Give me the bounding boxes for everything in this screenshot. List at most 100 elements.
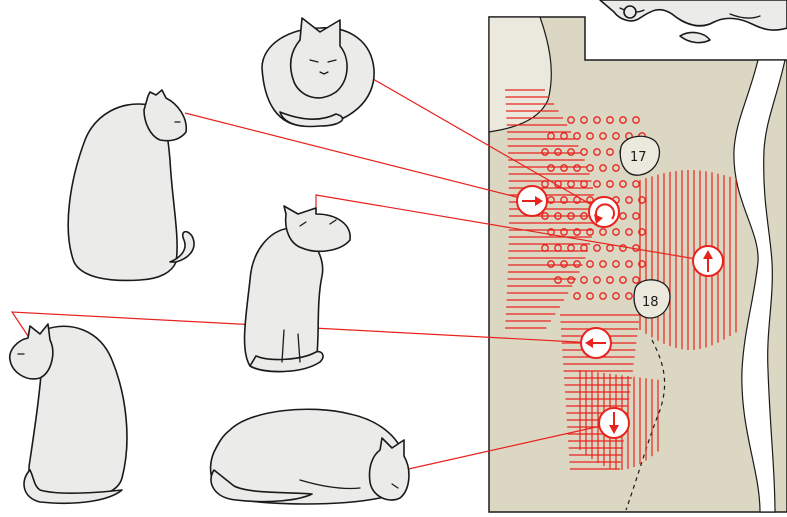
circle-mark xyxy=(619,276,627,284)
circle-mark xyxy=(586,164,594,172)
circle-mark xyxy=(593,276,601,284)
circle-mark xyxy=(573,132,581,140)
circle-mark xyxy=(567,116,575,124)
circle-mark xyxy=(567,180,575,188)
circle-mark xyxy=(586,196,594,204)
circle-mark xyxy=(580,212,588,220)
circle-mark xyxy=(606,116,614,124)
circle-mark xyxy=(541,180,549,188)
leader-curled-to-rotate xyxy=(339,59,605,213)
circle-mark xyxy=(567,244,575,252)
area-18-label: 18 xyxy=(642,295,659,310)
circle-mark xyxy=(632,212,640,220)
circle-mark xyxy=(580,276,588,284)
circle-mark xyxy=(573,260,581,268)
circle-mark xyxy=(573,164,581,172)
cortex-background xyxy=(488,16,787,513)
circle-mark xyxy=(599,260,607,268)
circle-mark xyxy=(599,132,607,140)
cat-curled-asleep xyxy=(261,17,375,128)
leader-sitting-left-to-left-arrow xyxy=(10,311,597,344)
leader-lines xyxy=(10,59,709,471)
circle-mark xyxy=(586,260,594,268)
circle-mark xyxy=(593,244,601,252)
circle-mark xyxy=(619,116,627,124)
area-18-label-group: 18 xyxy=(633,279,671,319)
cat-sitting-looking-up xyxy=(243,205,351,373)
circle-mark xyxy=(547,260,555,268)
circle-mark xyxy=(567,212,575,220)
circle-mark xyxy=(625,196,633,204)
circle-mark xyxy=(560,260,568,268)
vertical-hatching xyxy=(579,170,737,470)
circle-mark xyxy=(541,148,549,156)
circle-mark xyxy=(632,180,640,188)
circle-mark xyxy=(554,244,562,252)
circle-mark xyxy=(632,116,640,124)
circle-mark xyxy=(619,180,627,188)
circle-mark xyxy=(638,196,646,204)
circle-mark xyxy=(554,148,562,156)
cat-sitting-looking-left xyxy=(8,323,128,505)
circle-pattern xyxy=(541,116,646,300)
area-18-outline xyxy=(633,279,671,319)
cat-sitting-looking-right xyxy=(67,89,195,282)
circle-mark xyxy=(625,228,633,236)
circle-mark xyxy=(547,132,555,140)
circle-mark xyxy=(567,276,575,284)
circle-mark xyxy=(619,212,627,220)
circle-mark xyxy=(612,132,620,140)
circle-mark xyxy=(560,164,568,172)
circle-mark xyxy=(606,180,614,188)
circle-mark xyxy=(560,228,568,236)
circle-mark xyxy=(612,164,620,172)
circle-mark xyxy=(593,180,601,188)
circle-mark xyxy=(599,228,607,236)
marker-arrow-left xyxy=(580,327,612,359)
area-17-label: 17 xyxy=(630,150,647,165)
marker-arrow-rotate xyxy=(588,196,620,228)
circle-mark xyxy=(625,260,633,268)
circle-mark xyxy=(547,228,555,236)
circle-mark xyxy=(625,292,633,300)
circle-mark xyxy=(586,292,594,300)
circle-mark xyxy=(573,228,581,236)
area-17-label-group: 17 xyxy=(619,135,661,176)
cat-crouching-looking-down xyxy=(209,408,410,505)
circle-mark xyxy=(586,228,594,236)
circle-mark xyxy=(599,164,607,172)
circle-mark xyxy=(554,276,562,284)
leader-sitting-right-to-right-arrow xyxy=(184,112,533,202)
circle-mark xyxy=(567,148,575,156)
circle-mark xyxy=(580,244,588,252)
circle-mark xyxy=(547,164,555,172)
marker-arrow-up xyxy=(692,245,724,277)
circle-mark xyxy=(612,228,620,236)
cortex-sulcus xyxy=(488,16,552,133)
circle-mark xyxy=(560,132,568,140)
leader-crouching-to-down-arrow xyxy=(403,422,615,471)
circle-mark xyxy=(541,244,549,252)
circle-mark xyxy=(580,116,588,124)
circle-mark xyxy=(580,148,588,156)
area-boundary-dashed xyxy=(625,339,666,511)
cortex-map: 17 18 xyxy=(488,16,787,513)
circle-mark xyxy=(593,116,601,124)
circle-mark xyxy=(586,132,594,140)
circle-mark xyxy=(560,196,568,204)
cortex-midline xyxy=(733,59,786,513)
circle-mark xyxy=(612,260,620,268)
circle-mark xyxy=(632,276,640,284)
circle-mark xyxy=(593,148,601,156)
leader-sitting-up-to-up-arrow xyxy=(315,194,709,262)
circle-mark xyxy=(599,292,607,300)
circle-mark xyxy=(638,228,646,236)
circle-mark xyxy=(573,292,581,300)
circle-mark xyxy=(580,180,588,188)
circle-mark xyxy=(619,244,627,252)
circle-mark xyxy=(554,212,562,220)
circle-mark xyxy=(606,148,614,156)
circle-mark xyxy=(638,260,646,268)
circle-mark xyxy=(612,292,620,300)
